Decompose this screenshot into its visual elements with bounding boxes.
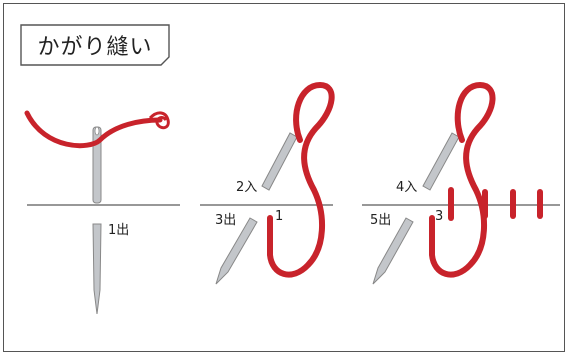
step3-number-label: 3 bbox=[435, 209, 444, 224]
step2-out-label: 3出 bbox=[215, 213, 237, 228]
diagram-title: かがり縫い bbox=[37, 35, 153, 60]
step3-illustration bbox=[372, 81, 543, 285]
step1-needle-lower bbox=[92, 223, 102, 315]
step3-needle-upper bbox=[422, 132, 460, 191]
step2-needle-upper bbox=[261, 132, 298, 191]
title-tag-shape bbox=[20, 24, 170, 66]
step1-needle-eye bbox=[94, 126, 100, 136]
step1-illustration bbox=[24, 110, 170, 315]
step2-number-label: 1 bbox=[275, 209, 284, 224]
step2-illustration bbox=[215, 81, 335, 285]
step1-out-label: 1出 bbox=[108, 223, 130, 238]
step3-out-label: 5出 bbox=[370, 213, 392, 228]
step1-thread-knot bbox=[148, 111, 170, 130]
step1-thread bbox=[24, 110, 163, 149]
step2-thread bbox=[267, 81, 335, 278]
step2-in-label: 2入 bbox=[236, 180, 258, 195]
step3-in-label: 4入 bbox=[396, 180, 418, 195]
step3-needle-lower bbox=[372, 217, 414, 285]
step2-needle-lower bbox=[215, 217, 258, 285]
step3-thread bbox=[429, 81, 496, 278]
title-box: かがり縫い bbox=[20, 24, 170, 66]
